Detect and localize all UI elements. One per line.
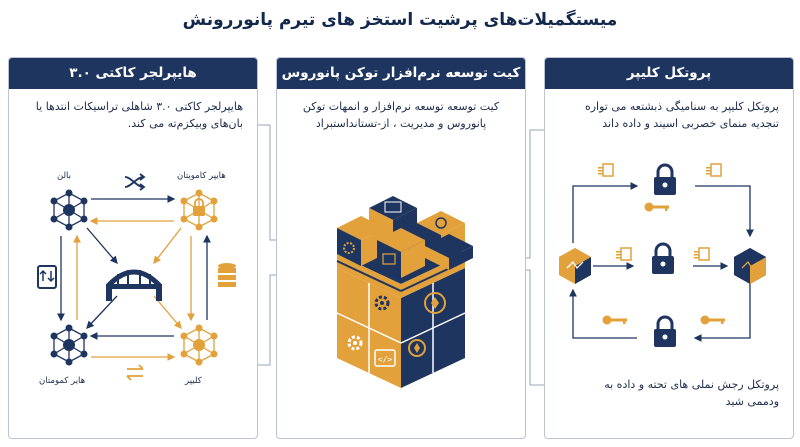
- node-label-bottom-left: هایر کمومتان: [39, 376, 86, 386]
- network-node-top-right: [180, 189, 218, 231]
- arrow-line: [86, 295, 118, 329]
- node-label-bottom-right: کلیپر: [185, 376, 202, 386]
- network-node-top-left: [50, 189, 88, 231]
- cube-block: [425, 234, 473, 270]
- arrow-line: [153, 295, 182, 329]
- token-sdk-panel: کیت توسعه نرم‌افزار توکن پانوروس کیت توس…: [276, 57, 526, 439]
- lock-icon: [652, 242, 674, 274]
- page-title: میستگمیلات‌های پرشیت استخز های تیرم پانو…: [182, 10, 618, 30]
- lock-icon: [654, 315, 676, 347]
- panel-header: پروتکل کلیپر: [545, 58, 793, 89]
- database-icon: [218, 263, 236, 287]
- panel-description: کیت توسعه توسعه نرم‌افزار و انمهات توکن …: [302, 100, 500, 130]
- gear-icon: [347, 335, 363, 351]
- token-icon: [424, 292, 446, 314]
- shuffle-icon: [124, 173, 146, 191]
- hyperledger-cactus-panel: هایپرلجر کاکتی ۳.۰ هایپرلجر کاکتی ۳.۰ شا…: [8, 57, 258, 439]
- panel-footer-text: پروتکل رجش نملی های تحته و داده به ودممی…: [604, 378, 779, 408]
- key-icon: [700, 315, 725, 325]
- document-icon: [598, 163, 614, 177]
- panel-description: پروتکل کلیپر به سناميگی ذبشتعه می تواره …: [584, 100, 779, 130]
- network-node-bottom-right: [180, 324, 218, 366]
- network-diagram: [37, 173, 236, 381]
- node-label-top-left: بالن: [57, 171, 72, 181]
- key-icon: [602, 315, 627, 325]
- node-cube-icon: [734, 248, 766, 284]
- document-icon: [616, 247, 632, 261]
- svg-text:</>: </>: [378, 355, 393, 364]
- panel-header: کیت توسعه نرم‌افزار توکن پانوروس: [277, 58, 525, 89]
- arrow-line: [153, 227, 182, 265]
- klipper-protocol-panel: پروتکل کلیپر پروتکل کلیپر به سناميگی ذبش…: [544, 57, 794, 439]
- node-cube-icon: [559, 248, 591, 284]
- bridge-icon: [106, 269, 162, 301]
- exchange-device-icon: [37, 265, 57, 289]
- code-icon: </>: [374, 349, 396, 367]
- token-icon: [408, 339, 426, 357]
- arrow-line: [86, 227, 118, 264]
- panel-header: هایپرلجر کاکتی ۳.۰: [9, 58, 257, 89]
- gear-icon: [374, 295, 390, 311]
- cube-block: [377, 228, 425, 278]
- protocol-flow-diagram: [559, 163, 766, 347]
- document-icon: [706, 163, 722, 177]
- sdk-block-stack: </>: [336, 196, 473, 388]
- lock-icon: [654, 163, 676, 195]
- panel-description: هایپرلجر کاکتی ۳.۰ شاهلی تراسیکات انتدها…: [35, 100, 243, 130]
- document-icon: [694, 247, 710, 261]
- key-icon: [644, 202, 669, 212]
- network-node-bottom-left: [50, 324, 88, 366]
- swap-arrows-icon: [126, 364, 144, 381]
- node-label-top-right: هایپر کاموبتان: [177, 171, 226, 181]
